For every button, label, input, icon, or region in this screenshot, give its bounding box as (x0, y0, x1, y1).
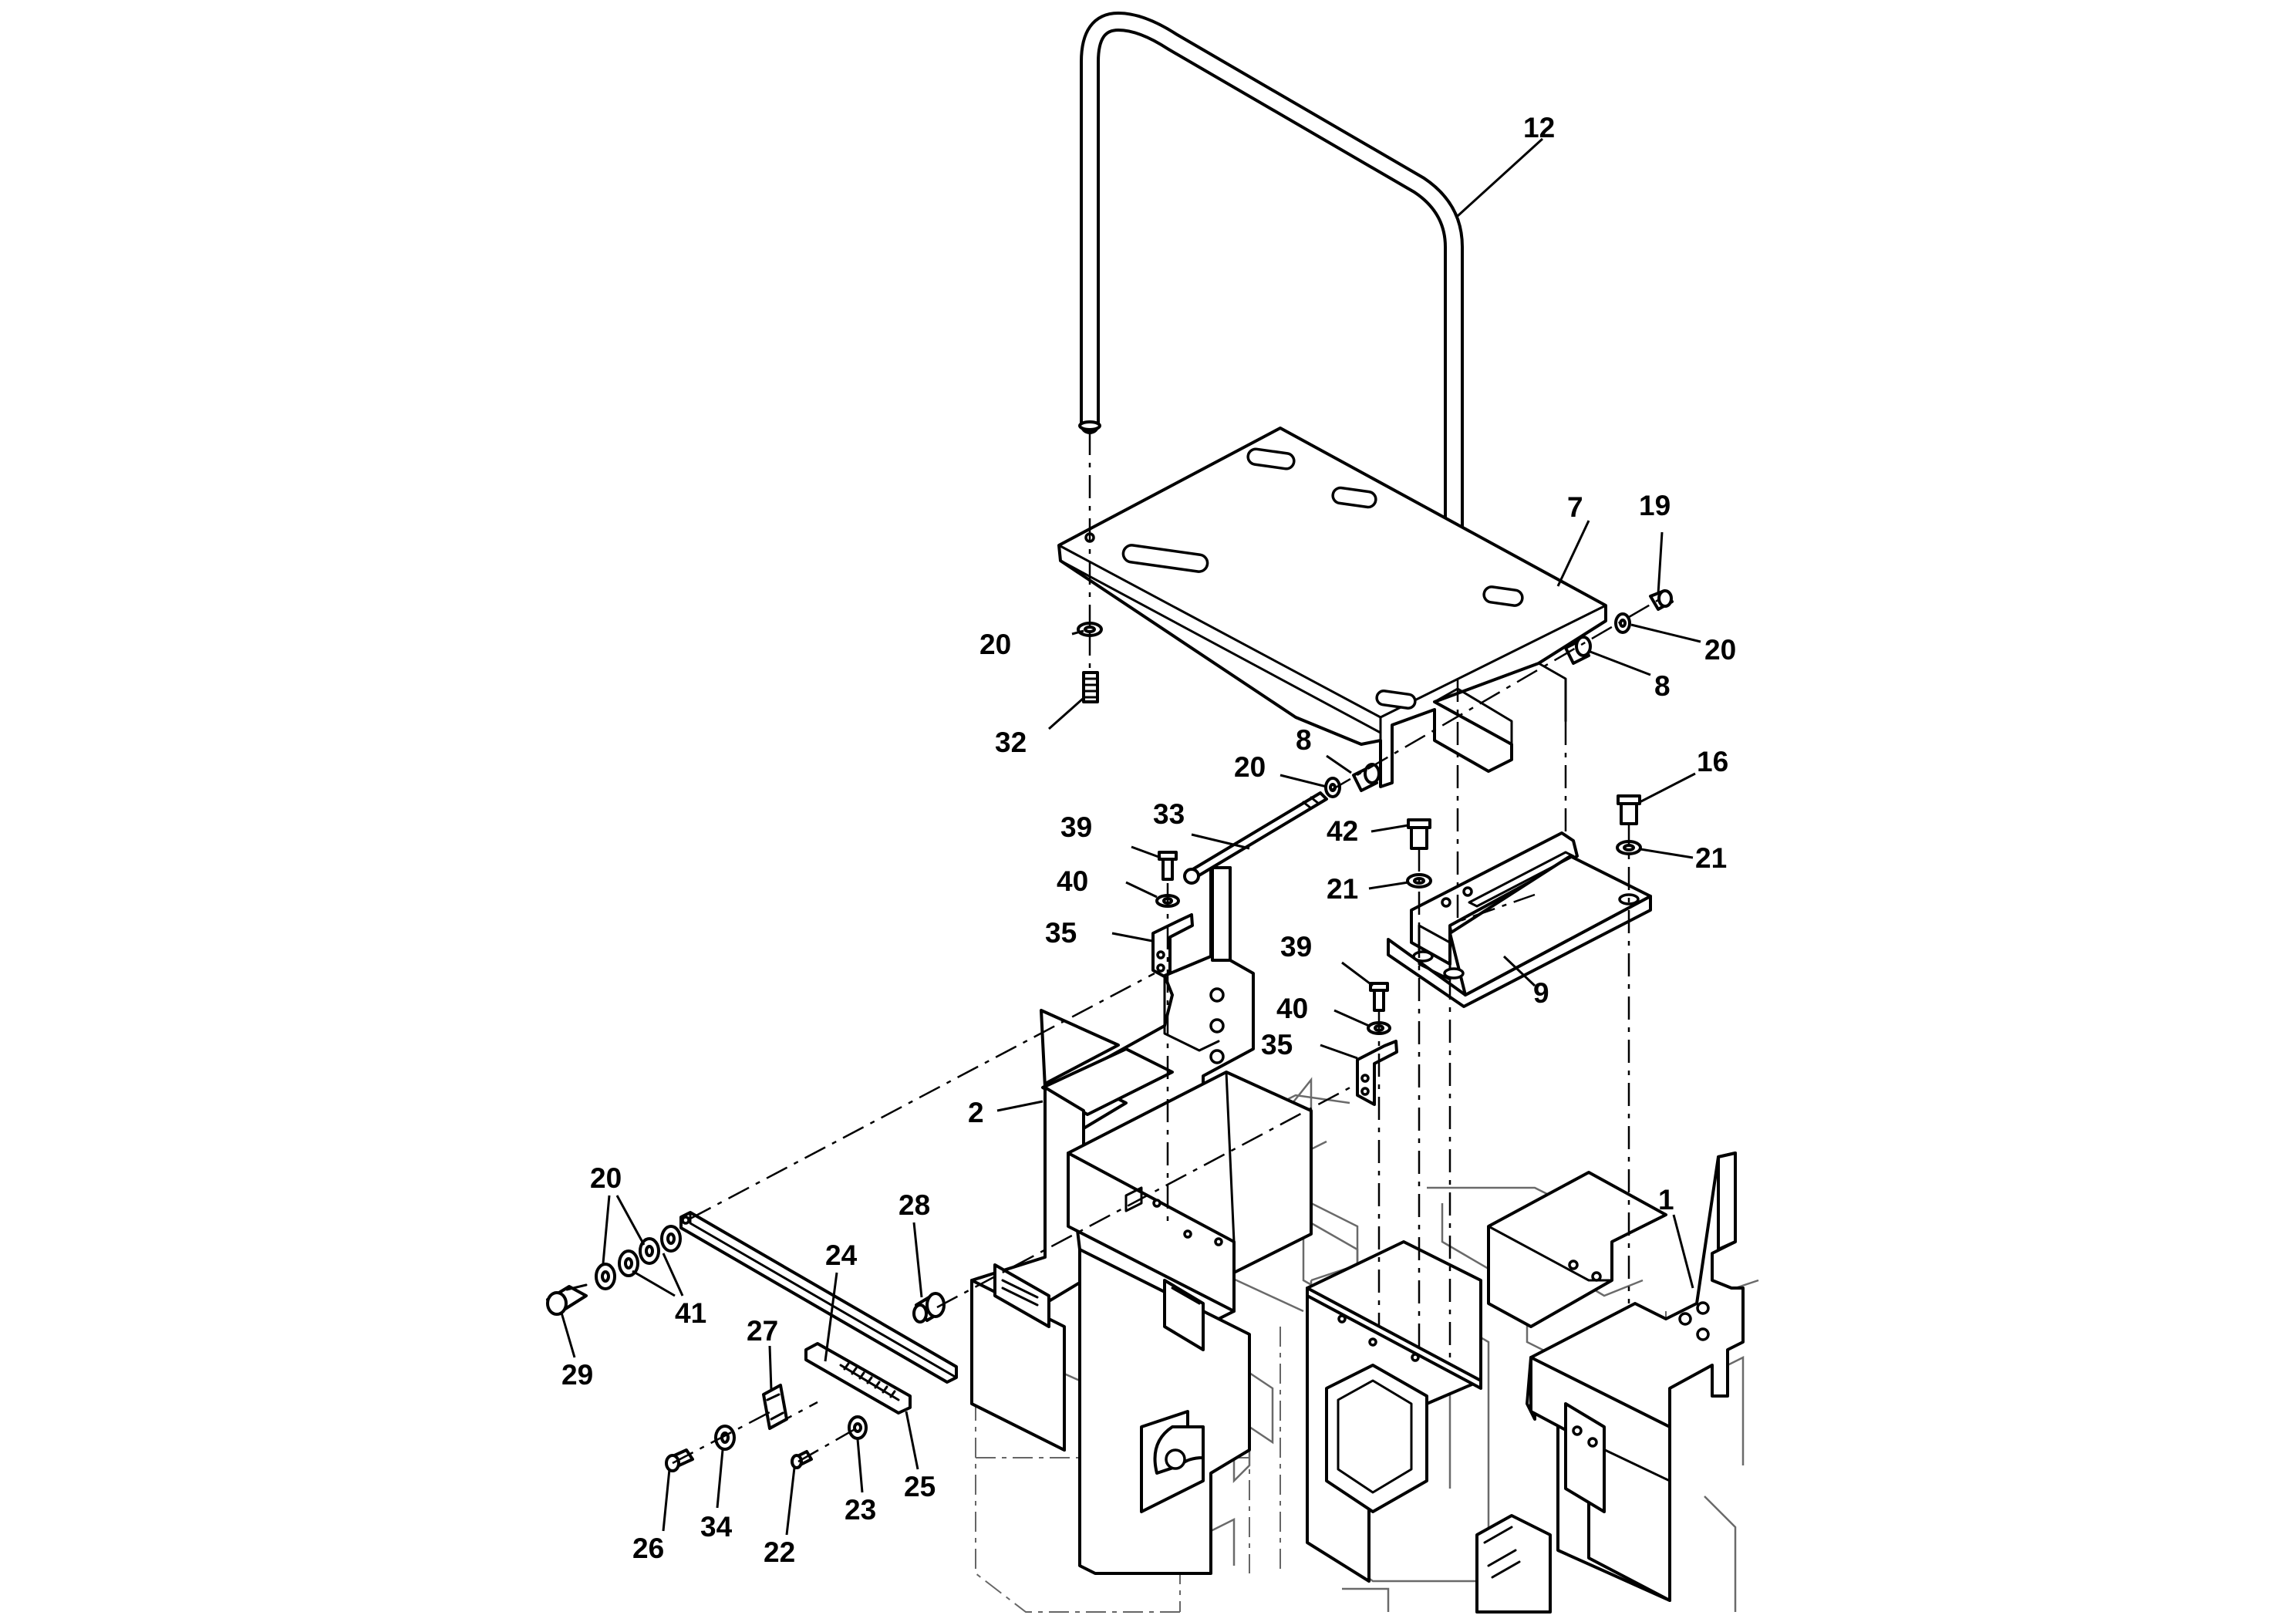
part-35-clamp-upper (1151, 913, 1194, 981)
frame-right-block (1306, 1240, 1482, 1583)
callout-12: 12 (1523, 112, 1555, 143)
part-9-bracket (1387, 831, 1652, 1008)
assembly-centerlines (672, 432, 1630, 1465)
callout-21-left: 21 (1327, 873, 1358, 905)
leader-lines (560, 137, 1701, 1536)
callout-22: 22 (764, 1536, 795, 1568)
part-16-bolt (1617, 794, 1641, 825)
callout-35-lower: 35 (1261, 1029, 1293, 1061)
part-42-bolt (1407, 818, 1431, 850)
callout-9: 9 (1533, 977, 1549, 1009)
part-27-clip (762, 1384, 788, 1430)
callout-41: 41 (675, 1297, 706, 1329)
callout-29: 29 (561, 1359, 593, 1391)
callout-20-stack: 20 (590, 1162, 622, 1194)
part-8-spacer-front (1352, 763, 1381, 792)
callout-32: 32 (995, 727, 1027, 758)
part-24-long-plate (679, 1211, 958, 1384)
axis-rod-33 (1330, 599, 1659, 792)
part-1-right-support (1475, 1152, 1745, 1614)
callout-8-front: 8 (1296, 724, 1312, 756)
part-20-washer-rear (1614, 612, 1631, 634)
part-25-rack-plate (804, 1342, 912, 1415)
part-8-spacer-rear (1564, 636, 1592, 665)
callout-20-left: 20 (979, 629, 1011, 660)
callout-7: 7 (1567, 491, 1583, 523)
part-2-side-panel (970, 1086, 1085, 1452)
part-19-nut (1649, 589, 1674, 611)
callout-42: 42 (1327, 815, 1358, 847)
callout-26: 26 (632, 1533, 664, 1564)
callout-1: 1 (1658, 1184, 1674, 1216)
callout-40-lower: 40 (1276, 993, 1308, 1024)
callout-24: 24 (825, 1239, 858, 1271)
callout-16: 16 (1697, 746, 1728, 777)
part-33-rod (1183, 791, 1328, 885)
callout-39-lower: 39 (1280, 931, 1312, 963)
part-39-bolt-lower (1369, 982, 1389, 1012)
part-29-bolt (546, 1283, 588, 1316)
callout-33: 33 (1153, 798, 1185, 830)
callout-39-upper: 39 (1060, 811, 1092, 843)
callout-8-rear: 8 (1654, 670, 1671, 702)
part-34-washer (714, 1425, 736, 1451)
callout-23: 23 (845, 1494, 876, 1526)
callout-20-front: 20 (1234, 751, 1266, 783)
part-39-bolt-upper (1158, 851, 1178, 881)
callout-35-upper: 35 (1045, 917, 1077, 949)
part-7-mounting-plate (1057, 427, 1607, 788)
callout-40-upper: 40 (1057, 865, 1088, 897)
callout-27: 27 (747, 1315, 778, 1347)
callout-21-right: 21 (1695, 842, 1727, 874)
part-20-41-washer-stack (595, 1225, 682, 1290)
part-28-bushing (912, 1292, 946, 1324)
callout-19: 19 (1639, 490, 1671, 521)
callout-2: 2 (968, 1097, 984, 1128)
part-32-bolt (1082, 671, 1099, 703)
callout-34: 34 (700, 1511, 733, 1543)
part-35-clamp-lower (1356, 1040, 1398, 1106)
part-23-washer (848, 1415, 868, 1440)
callout-28: 28 (899, 1189, 930, 1221)
callout-20-right: 20 (1704, 634, 1736, 666)
callout-25: 25 (904, 1471, 936, 1502)
callout-labels: 12 7 19 20 20 8 32 8 20 33 39 16 42 21 2… (561, 112, 1736, 1568)
frame-center-block (1067, 1071, 1313, 1575)
